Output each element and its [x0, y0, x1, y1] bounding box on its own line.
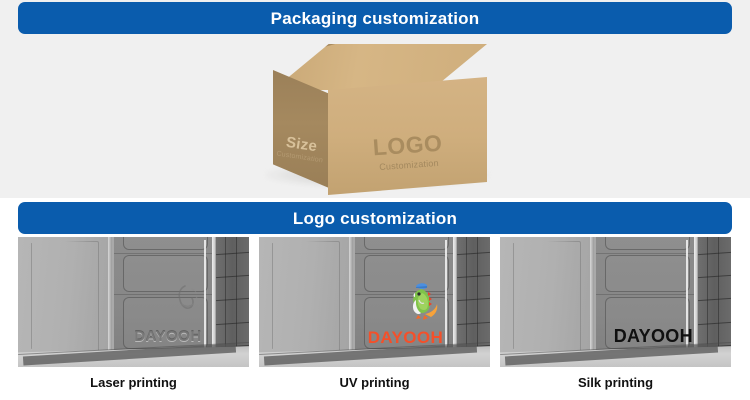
rack-post — [718, 237, 720, 367]
laser-etched-icon — [178, 284, 198, 309]
rack-post — [236, 237, 238, 367]
cabinet-seam-line — [354, 252, 457, 254]
laser-logo-mark: DAYOOH — [124, 281, 249, 362]
carton-left-face — [273, 70, 329, 188]
cabinet-seam-line — [113, 252, 216, 254]
cabinet-frame-post — [203, 239, 206, 365]
cabinet-seam-line — [595, 294, 698, 296]
carton-illustration: Size Customization LOGO Customization — [255, 44, 500, 196]
rack-post — [224, 237, 226, 367]
caption-uv-printing: UV printing — [339, 375, 410, 390]
cabinet-door-edge — [590, 237, 595, 367]
cabinet-frame-post — [212, 237, 216, 367]
packaging-banner-label: Packaging customization — [270, 8, 480, 28]
rack-bar — [697, 251, 731, 256]
cabinet-door-leaf — [259, 237, 350, 367]
logo-banner-label: Logo customization — [292, 208, 458, 228]
cabinet-frame-post — [685, 239, 688, 365]
packaging-section: Packaging customization Size Customizati… — [0, 0, 750, 198]
embossed-panel — [364, 237, 450, 250]
embossed-panel — [123, 255, 209, 292]
laser-logo-text: DAYOOH — [134, 327, 202, 345]
cabinet-door-edge — [349, 237, 354, 367]
embossed-panel — [605, 255, 691, 292]
logo-panel-row: DAYOOH — [18, 237, 732, 367]
silk-logo-text: DAYOOH — [613, 326, 693, 347]
cabinet-frame-post — [444, 239, 447, 365]
uv-logo-mark: DAYOOH — [365, 281, 490, 362]
embossed-panel — [605, 237, 691, 250]
packaging-banner: Packaging customization — [18, 2, 732, 34]
silk-logo-mark: DAYOOH — [606, 281, 731, 362]
panel-caption-row: Laser printing UV printing Silk printing — [18, 372, 732, 396]
cabinet-door-leaf — [18, 237, 109, 367]
logo-panel-laser[interactable]: DAYOOH — [18, 237, 249, 367]
cabinet-door-leaf — [500, 237, 591, 367]
carton-front-face — [328, 77, 487, 195]
rack-post — [465, 237, 467, 367]
cabinet-seam-line — [113, 294, 216, 296]
embossed-panel — [123, 237, 209, 250]
rack-bar — [456, 251, 490, 256]
cabinet-frame-post — [453, 237, 457, 367]
uv-logo-text: DAYOOH — [367, 327, 444, 347]
logo-panel-silk[interactable]: DAYOOH — [500, 237, 731, 367]
logo-panel-uv[interactable]: DAYOOH — [259, 237, 490, 367]
caption-silk-printing: Silk printing — [577, 375, 654, 390]
cabinet-frame-post — [694, 237, 698, 367]
rack-post — [477, 237, 479, 367]
rack-bar — [697, 274, 731, 279]
rack-bar — [215, 251, 249, 256]
cabinet-door-edge — [108, 237, 113, 367]
dinosaur-mascot-icon — [413, 282, 438, 320]
logo-banner: Logo customization — [18, 202, 732, 234]
embossed-panel — [364, 255, 450, 292]
rack-post — [706, 237, 708, 367]
cabinet-seam-line — [354, 294, 457, 296]
cabinet-seam-line — [595, 252, 698, 254]
caption-laser-printing: Laser printing — [90, 375, 177, 390]
rack-bar — [456, 274, 490, 279]
rack-bar — [215, 274, 249, 279]
